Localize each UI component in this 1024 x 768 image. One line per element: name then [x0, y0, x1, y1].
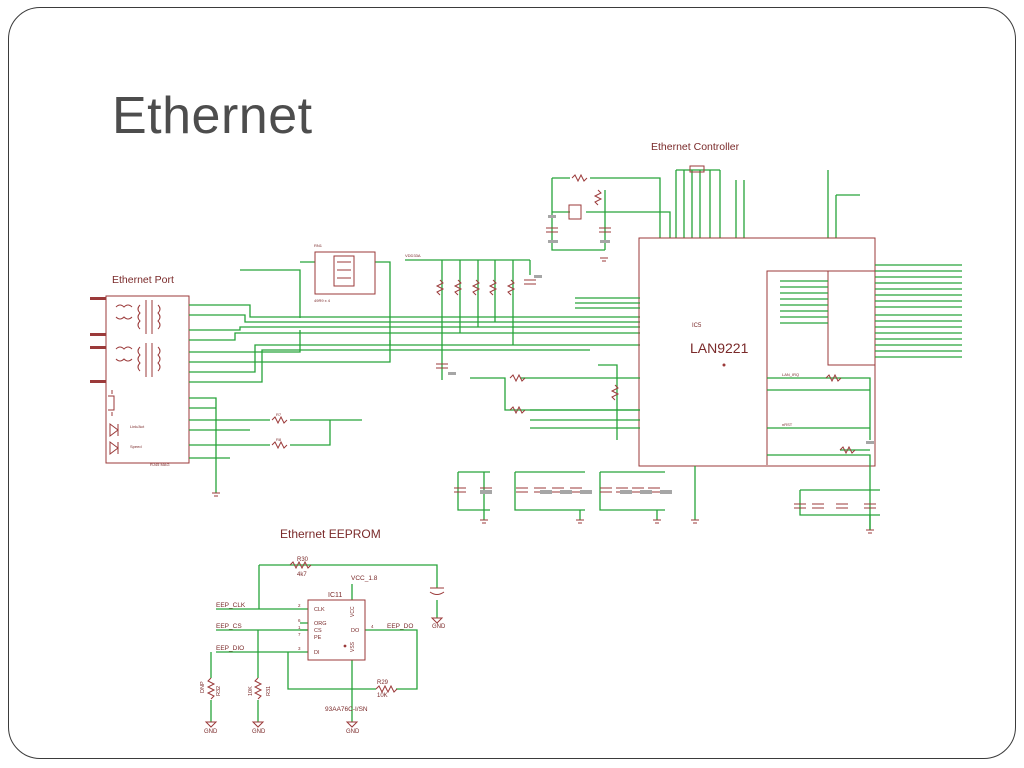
svg-text:RJ45 MAG: RJ45 MAG — [150, 462, 170, 467]
lan9221-chip: IC5 LAN9221 — [638, 237, 876, 467]
section-label-eeprom: Ethernet EEPROM — [280, 527, 381, 541]
termination-network: RN1 49R9 x 4 — [314, 243, 376, 303]
svg-text:DNP: DNP — [200, 681, 206, 693]
svg-text:Speed: Speed — [130, 444, 142, 449]
svg-text:GND: GND — [346, 729, 360, 735]
data-bus-lines — [767, 264, 962, 530]
svg-text:RN1: RN1 — [314, 243, 323, 248]
ethernet-port-connector: Link/Act Speed RJ45 MAG — [90, 295, 190, 467]
capacitor-eeprom — [429, 587, 445, 595]
eeprom-wires — [210, 564, 438, 722]
net-vcc-1v8: VCC_1.8 — [351, 575, 378, 582]
svg-text:6: 6 — [298, 618, 301, 623]
bypass-caps — [457, 466, 880, 530]
svg-text:R30: R30 — [297, 557, 309, 563]
svg-text:R31: R31 — [266, 686, 272, 696]
svg-text:49R9 x 4: 49R9 x 4 — [314, 298, 331, 303]
svg-text:3: 3 — [298, 646, 301, 651]
net-eep-clk: EEP_CLK — [216, 602, 246, 609]
chip-ref: IC5 — [692, 323, 702, 329]
net-eep-dio: EEP_DIO — [216, 645, 244, 652]
svg-text:VCC: VCC — [350, 606, 356, 617]
section-label-controller: Ethernet Controller — [651, 141, 740, 153]
svg-text:GND: GND — [432, 624, 446, 630]
svg-text:R8: R8 — [276, 437, 282, 442]
svg-text:10K: 10K — [377, 693, 388, 699]
svg-text:nRST: nRST — [782, 422, 793, 427]
eeprom-chip: IC11 CLK ORG CS PE DI DO 2 6 1 7 3 4 VCC… — [298, 592, 374, 713]
svg-text:R32: R32 — [216, 686, 222, 696]
svg-text:GND: GND — [204, 729, 218, 735]
svg-text:R7: R7 — [276, 412, 282, 417]
svg-text:R29: R29 — [377, 680, 389, 686]
slide-frame — [8, 7, 1016, 759]
svg-text:1: 1 — [298, 625, 301, 630]
eeprom-ref: IC11 — [328, 592, 342, 599]
resistor-r31: R31 10K — [248, 677, 272, 700]
net-eep-do: EEP_DO — [387, 623, 413, 630]
svg-text:2: 2 — [298, 603, 301, 608]
svg-text:4k7: 4k7 — [297, 572, 307, 578]
svg-text:PE: PE — [314, 635, 322, 641]
svg-text:10K: 10K — [248, 686, 254, 696]
svg-text:CLK: CLK — [314, 607, 325, 613]
svg-text:4: 4 — [371, 624, 374, 629]
svg-text:VDD33A: VDD33A — [405, 253, 421, 258]
chip-name: LAN9221 — [690, 340, 749, 356]
svg-text:Link/Act: Link/Act — [130, 424, 145, 429]
svg-text:VSS: VSS — [350, 641, 356, 652]
svg-text:ORG: ORG — [314, 621, 327, 627]
svg-text:LAN_IRQ: LAN_IRQ — [782, 372, 799, 377]
resistor-r32: R32 DNP — [200, 677, 222, 700]
svg-text:CS: CS — [314, 628, 322, 634]
port-resistors: R7 R8 — [271, 412, 288, 450]
crystal-circuit — [551, 169, 860, 251]
svg-text:DO: DO — [351, 628, 360, 634]
svg-text:DI: DI — [314, 650, 320, 656]
gnd-symbols: GND GND GND GND — [204, 617, 446, 735]
eeprom-part-number: 93AA76C-I/SN — [325, 706, 368, 713]
section-label-port: Ethernet Port — [112, 274, 174, 286]
resistor-r29: R29 10K — [375, 680, 398, 699]
slide-title: Ethernet — [112, 87, 313, 145]
resistor-r30: R30 4k7 — [289, 557, 312, 578]
svg-text:7: 7 — [298, 632, 301, 637]
net-eep-cs: EEP_CS — [216, 623, 242, 630]
svg-text:GND: GND — [252, 729, 266, 735]
bias-resistor-bank — [405, 259, 531, 380]
